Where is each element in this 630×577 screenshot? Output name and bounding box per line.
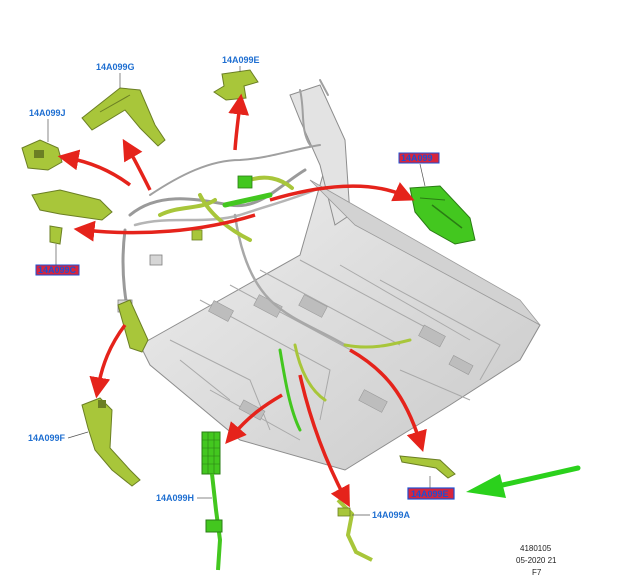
callout-14A099F: 14A099F	[28, 433, 66, 443]
harness-part-left-mid	[31, 189, 113, 245]
harness-part-14A099E-bottom	[399, 455, 456, 479]
callout-14A099H: 14A099H	[156, 493, 194, 503]
exploded-view-arrows	[57, 93, 427, 508]
callout-14A099G: 14A099G	[96, 62, 135, 72]
green-pointer-arrow	[466, 465, 581, 498]
callout-14A099J: 14A099J	[29, 108, 66, 118]
harness-part-14A099H	[201, 431, 223, 571]
callout-14A099E-top: 14A099E	[222, 55, 260, 65]
vehicle-floor-pan	[139, 84, 541, 471]
callout-14A099C: 14A099C	[38, 265, 77, 275]
highlight-box-14A099C	[35, 264, 80, 276]
highlight-box-14A099E-bottom	[407, 487, 455, 500]
harness-part-14A099-right	[409, 185, 476, 245]
callout-14A099E-bottom: 14A099E	[411, 489, 449, 499]
harness-part-14A099F	[81, 299, 149, 487]
callout-14A099A: 14A099A	[372, 510, 411, 520]
callout-14A099-top: 14A099	[401, 153, 433, 163]
harness-part-14A099E-top	[213, 69, 259, 101]
footer-date-code: 05-2020 21	[516, 556, 557, 565]
harness-part-14A099G	[81, 87, 166, 147]
highlight-box-14A099-top	[398, 152, 440, 164]
footer-part-number: 4180105	[520, 544, 552, 553]
harness-part-14A099J	[21, 139, 63, 171]
harness-part-14A099A	[336, 498, 373, 562]
footer-sheet: F7	[532, 568, 542, 577]
